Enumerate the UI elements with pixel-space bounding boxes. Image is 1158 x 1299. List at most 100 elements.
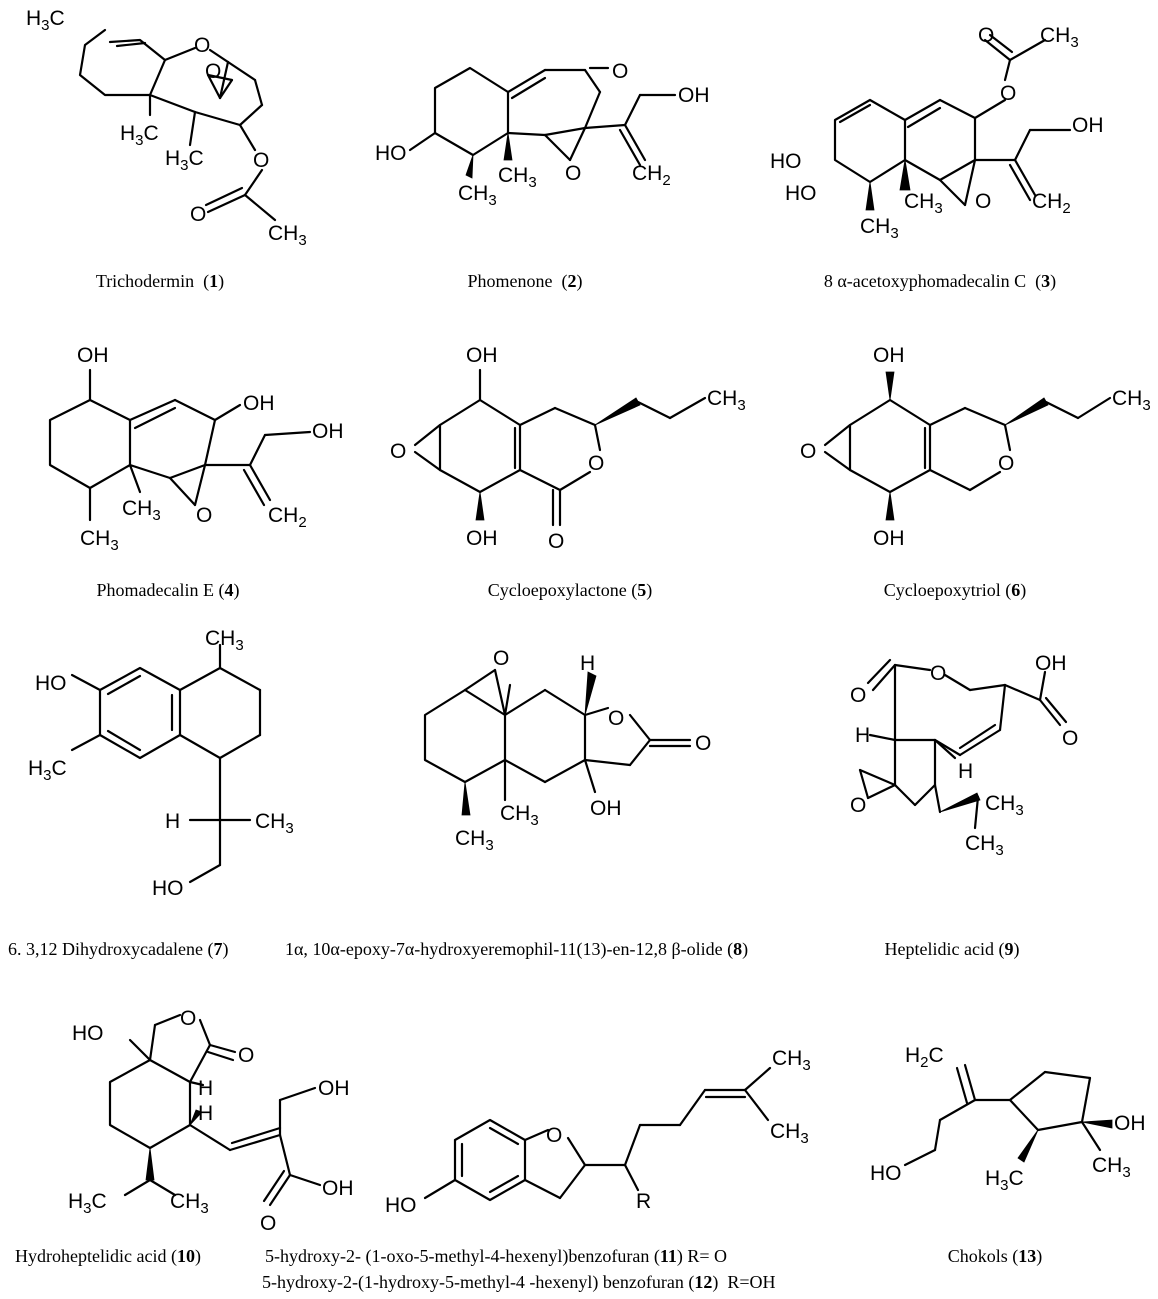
atom-label: CH3 xyxy=(965,832,1004,859)
atom-label: OH xyxy=(1035,652,1067,675)
atom-label: OH xyxy=(873,527,905,550)
atom-label: O xyxy=(194,34,210,57)
atom-label: O xyxy=(253,149,269,172)
atom-label: CH3 xyxy=(707,387,746,414)
atom-label: O xyxy=(238,1044,254,1067)
atom-label: CH2 xyxy=(268,504,307,531)
atom-label: OH xyxy=(318,1077,350,1100)
atom-label: CH2 xyxy=(632,162,671,189)
atom-label: O xyxy=(930,662,946,685)
atom-label: CH3 xyxy=(500,802,539,829)
structure-epoxyeremophilanolide: O H O O CH3 OH CH3 xyxy=(423,647,711,854)
caption-phomenone: Phomenone (2) xyxy=(468,271,583,292)
structure-cycloepoxylactone: OH CH3 O O OH O xyxy=(390,344,746,553)
caption-benzofuran-11: 5-hydroxy-2- (1-oxo-5-methyl-4-hexenyl)b… xyxy=(265,1246,727,1267)
atom-label: CH3 xyxy=(205,627,244,654)
atom-label: OH xyxy=(322,1177,354,1200)
caption-hydroheptelidic-acid: Hydroheptelidic acid (10) xyxy=(15,1246,201,1267)
atom-label: O xyxy=(546,1124,562,1147)
atom-label: HO xyxy=(35,672,67,695)
atom-label: OH xyxy=(678,84,710,107)
atom-label: CH3 xyxy=(498,164,537,191)
atom-label: H3C xyxy=(28,757,67,784)
structure-hydroheptelidic-acid: HO O O H H OH OH H3C CH3 O xyxy=(68,1007,354,1235)
atom-label: O xyxy=(390,440,406,463)
atom-label: O xyxy=(978,24,994,47)
atom-label: CH3 xyxy=(255,810,294,837)
caption-cycloepoxylactone: Cycloepoxylactone (5) xyxy=(488,580,652,601)
atom-label: H xyxy=(958,760,973,783)
atom-label: OH xyxy=(466,527,498,550)
atom-label: H xyxy=(198,1077,213,1100)
atom-label: H2C xyxy=(905,1044,944,1071)
atom-label: H3C xyxy=(985,1167,1024,1194)
atom-label: HO xyxy=(770,150,802,173)
atom-label: O xyxy=(850,794,866,817)
atom-label: O xyxy=(1062,727,1078,750)
atom-label: HO xyxy=(72,1022,104,1045)
atom-label: HO xyxy=(385,1194,417,1217)
structure-heptelidic-acid: O O OH H O H O CH3 CH3 xyxy=(850,652,1078,859)
atom-label: O xyxy=(850,684,866,707)
atom-label: OH xyxy=(1072,114,1104,137)
atom-label: H xyxy=(855,724,870,747)
atom-label: HO xyxy=(375,142,407,165)
structure-benzofuran: O CH3 CH3 HO R xyxy=(385,1047,811,1217)
atom-label: CH3 xyxy=(170,1190,209,1217)
atom-label: O xyxy=(612,60,628,83)
atom-label: O xyxy=(548,530,564,553)
atom-label: H xyxy=(198,1102,213,1125)
atom-label: H xyxy=(165,810,180,833)
atom-label: OH xyxy=(312,420,344,443)
atom-label: H3C xyxy=(120,122,159,149)
atom-label: OH xyxy=(77,344,109,367)
atom-label: CH3 xyxy=(455,827,494,854)
structure-acetoxyphomadecalin-c: O CH3 O OH HO HO CH3 O CH2 CH3 xyxy=(770,24,1104,242)
atom-label: O xyxy=(493,647,509,670)
atom-label: H3C xyxy=(68,1190,107,1217)
atom-label: CH3 xyxy=(772,1047,811,1074)
atom-label: O xyxy=(205,60,221,83)
atom-label: CH3 xyxy=(860,215,899,242)
atom-label: OH xyxy=(243,392,275,415)
atom-label: CH3 xyxy=(80,527,119,554)
caption-dihydroxycadalene: 6. 3,12 Dihydroxycadalene (7) xyxy=(8,939,228,960)
atom-label: HO xyxy=(152,877,184,900)
structure-phomadecalin-e: OH OH OH CH3 O CH2 CH3 xyxy=(48,344,344,554)
atom-label: OH xyxy=(1114,1112,1146,1135)
atom-label: OH xyxy=(590,797,622,820)
caption-chokols: Chokols (13) xyxy=(948,1246,1043,1267)
caption-phomadecalin-e: Phomadecalin E (4) xyxy=(97,580,240,601)
atom-label: CH3 xyxy=(1112,387,1151,414)
atom-label: OH xyxy=(466,344,498,367)
atom-label: H xyxy=(580,652,595,675)
caption-cycloepoxytriol: Cycloepoxytriol (6) xyxy=(884,580,1026,601)
caption-epoxyeremophilanolide: 1α, 10α-epoxy-7α-hydroxyeremophil-11(13)… xyxy=(285,939,748,960)
structure-cycloepoxytriol: OH CH3 O O OH xyxy=(800,344,1151,550)
atom-label: H3C xyxy=(165,147,204,174)
atom-label: R xyxy=(636,1190,651,1213)
structure-phomenone: O OH HO CH3 O CH2 CH3 xyxy=(375,60,710,209)
atom-label: CH3 xyxy=(1092,1154,1131,1181)
caption-benzofuran-12: 5-hydroxy-2-(1-hydroxy-5-methyl-4 -hexen… xyxy=(262,1272,776,1293)
caption-acetoxyphomadecalin-c: 8 α-acetoxyphomadecalin C (3) xyxy=(824,271,1056,292)
atom-label: O xyxy=(800,440,816,463)
atom-label: O xyxy=(588,452,604,475)
atom-label: O xyxy=(608,707,624,730)
atom-label: HO xyxy=(785,182,817,205)
atom-label: O xyxy=(565,162,581,185)
atom-label: CH3 xyxy=(985,792,1024,819)
structure-trichodermin: H3C O O H3C H3C O O CH3 xyxy=(26,7,307,249)
atom-label: CH3 xyxy=(458,182,497,209)
structure-chokols: H2C OH CH3 HO H3C xyxy=(870,1044,1146,1194)
atom-label: O xyxy=(1000,82,1016,105)
atom-label: CH3 xyxy=(122,497,161,524)
atom-label: O xyxy=(196,504,212,527)
atom-label: CH3 xyxy=(904,190,943,217)
atom-label: H3C xyxy=(26,7,65,34)
atom-label: CH2 xyxy=(1032,190,1071,217)
atom-label: O xyxy=(695,732,711,755)
caption-heptelidic-acid: Heptelidic acid (9) xyxy=(885,939,1020,960)
atom-label: CH3 xyxy=(268,222,307,249)
